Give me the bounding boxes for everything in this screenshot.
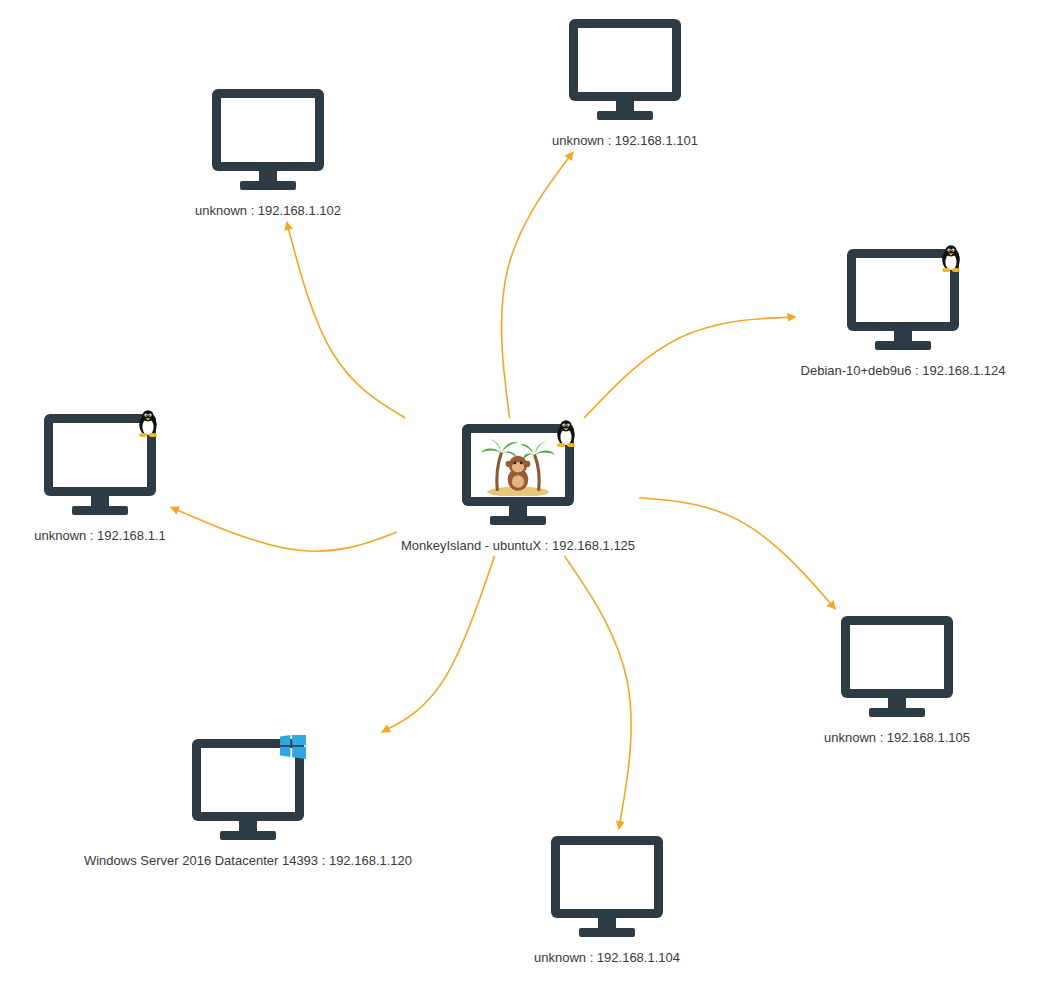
host-node: unknown : 192.168.1.104 [532, 832, 682, 966]
connection-arrow [565, 556, 632, 829]
monkey-island-logo [481, 438, 555, 497]
host-label: MonkeyIsland - ubuntuX : 192.168.1.125 [399, 538, 637, 554]
connection-arrow [502, 152, 573, 418]
host-label: Debian-10+deb9u6 : 192.168.1.124 [799, 363, 1008, 379]
host-node: Debian-10+deb9u6 : 192.168.1.124 [799, 245, 1008, 379]
host-node: Windows Server 2016 Datacenter 14393 : 1… [82, 735, 414, 869]
host-node: unknown : 192.168.1.1 [32, 410, 168, 544]
monitor-icon [565, 15, 685, 125]
host-node: unknown : 192.168.1.101 [550, 15, 700, 149]
linux-badge [139, 410, 157, 437]
monitor-icon [837, 612, 957, 722]
monitor-icon [458, 420, 578, 530]
host-label: unknown : 192.168.1.105 [822, 730, 972, 746]
connection-arrow [171, 507, 397, 551]
host-label: unknown : 192.168.1.104 [532, 950, 682, 966]
monitor-icon [208, 85, 328, 195]
monitor-icon [188, 735, 308, 845]
monitor-icon [843, 245, 963, 355]
host-node: unknown : 192.168.1.105 [822, 612, 972, 746]
connection-arrow [287, 222, 406, 418]
connection-arrow [584, 317, 795, 418]
host-label: unknown : 192.168.1.1 [32, 528, 168, 544]
host-label: Windows Server 2016 Datacenter 14393 : 1… [82, 853, 414, 869]
linux-badge [557, 420, 575, 447]
windows-badge [280, 735, 306, 759]
host-label: unknown : 192.168.1.101 [550, 133, 700, 149]
host-node: MonkeyIsland - ubuntuX : 192.168.1.125 [399, 420, 637, 554]
connection-arrow [639, 498, 835, 609]
monitor-icon [547, 832, 667, 942]
linux-badge [942, 245, 960, 272]
host-label: unknown : 192.168.1.102 [193, 203, 343, 219]
monitor-icon [40, 410, 160, 520]
host-node: unknown : 192.168.1.102 [193, 85, 343, 219]
connection-arrow [382, 556, 495, 732]
